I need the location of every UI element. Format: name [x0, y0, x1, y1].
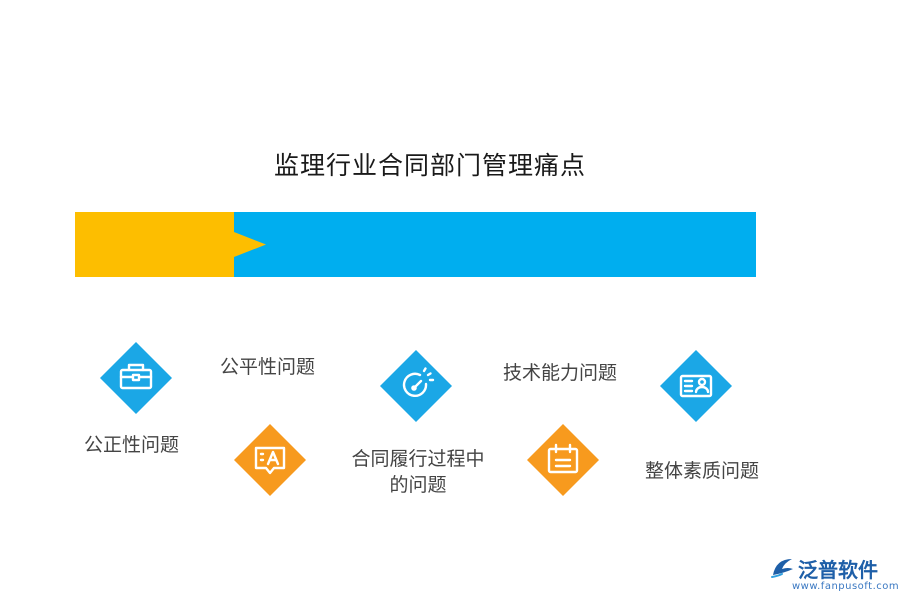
- item-label-contract-performance: 合同履行过程中 的问题: [340, 446, 496, 498]
- briefcase-icon: [100, 342, 172, 414]
- item-label-contract-performance-line1: 合同履行过程中: [351, 448, 485, 470]
- diagram-title: 监理行业合同部门管理痛点: [273, 151, 586, 180]
- banner-bar: [75, 212, 756, 277]
- id-card-icon: [660, 350, 732, 422]
- item-label-overall-quality: 整体素质问题: [645, 460, 760, 482]
- chat-text-icon: [234, 424, 306, 496]
- item-label-fairness-justice: 公正性问题: [84, 434, 180, 456]
- item-label-technical-ability: 技术能力问题: [503, 362, 618, 384]
- calendar-icon: [527, 424, 599, 496]
- speedometer-icon: [380, 350, 452, 422]
- item-label-fairness-equity: 公平性问题: [220, 356, 316, 378]
- item-label-contract-performance-line2: 的问题: [389, 474, 447, 496]
- fanpusoft-logo: 泛普软件 www.fanpusoft.com: [770, 552, 900, 598]
- logo-mark-icon: [771, 559, 793, 578]
- logo-name: 泛普软件: [798, 558, 878, 582]
- logo-url: www.fanpusoft.com: [792, 581, 900, 592]
